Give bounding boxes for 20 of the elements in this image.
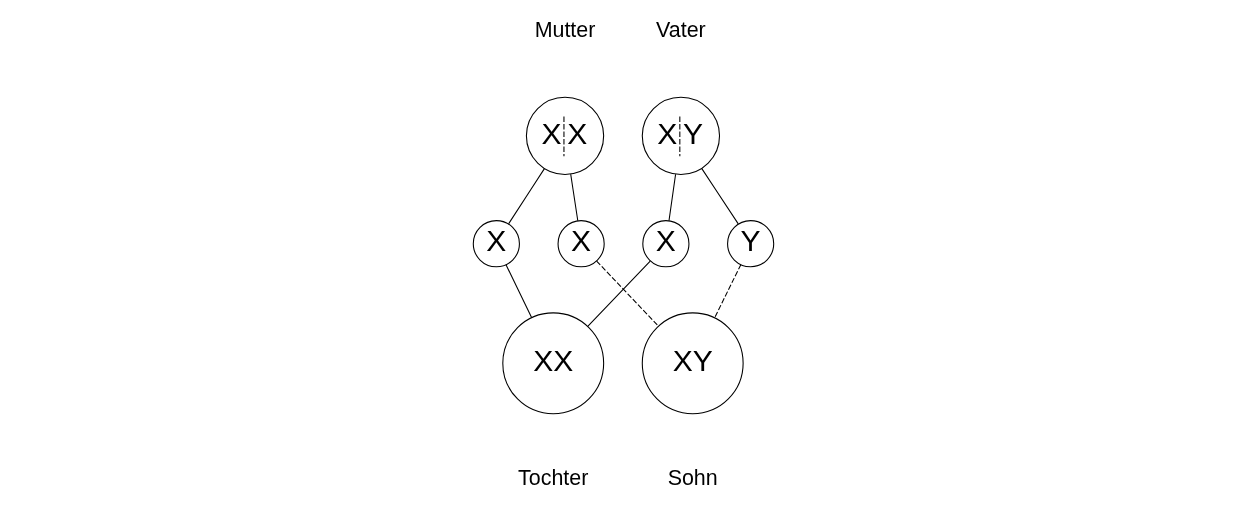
node-circle: X X <box>525 96 605 176</box>
node-circle: X <box>642 220 690 268</box>
node-label: Sohn <box>667 465 718 490</box>
connector <box>668 173 677 222</box>
connector <box>714 264 742 319</box>
node-circle: XY <box>641 312 744 415</box>
connector <box>596 260 660 327</box>
node-label: Vater <box>656 18 706 43</box>
connector <box>508 168 545 225</box>
node-label: Mutter <box>534 18 596 43</box>
node-circle: X Y <box>641 96 721 176</box>
connector <box>587 260 651 327</box>
connector <box>505 264 532 318</box>
connector <box>701 168 739 225</box>
connector <box>570 173 579 222</box>
node-circle: X <box>472 220 520 268</box>
node-circle: X <box>557 220 605 268</box>
node-label: Tochter <box>518 465 589 490</box>
node-circle: XX <box>502 312 605 415</box>
node-circle: Y <box>727 220 775 268</box>
